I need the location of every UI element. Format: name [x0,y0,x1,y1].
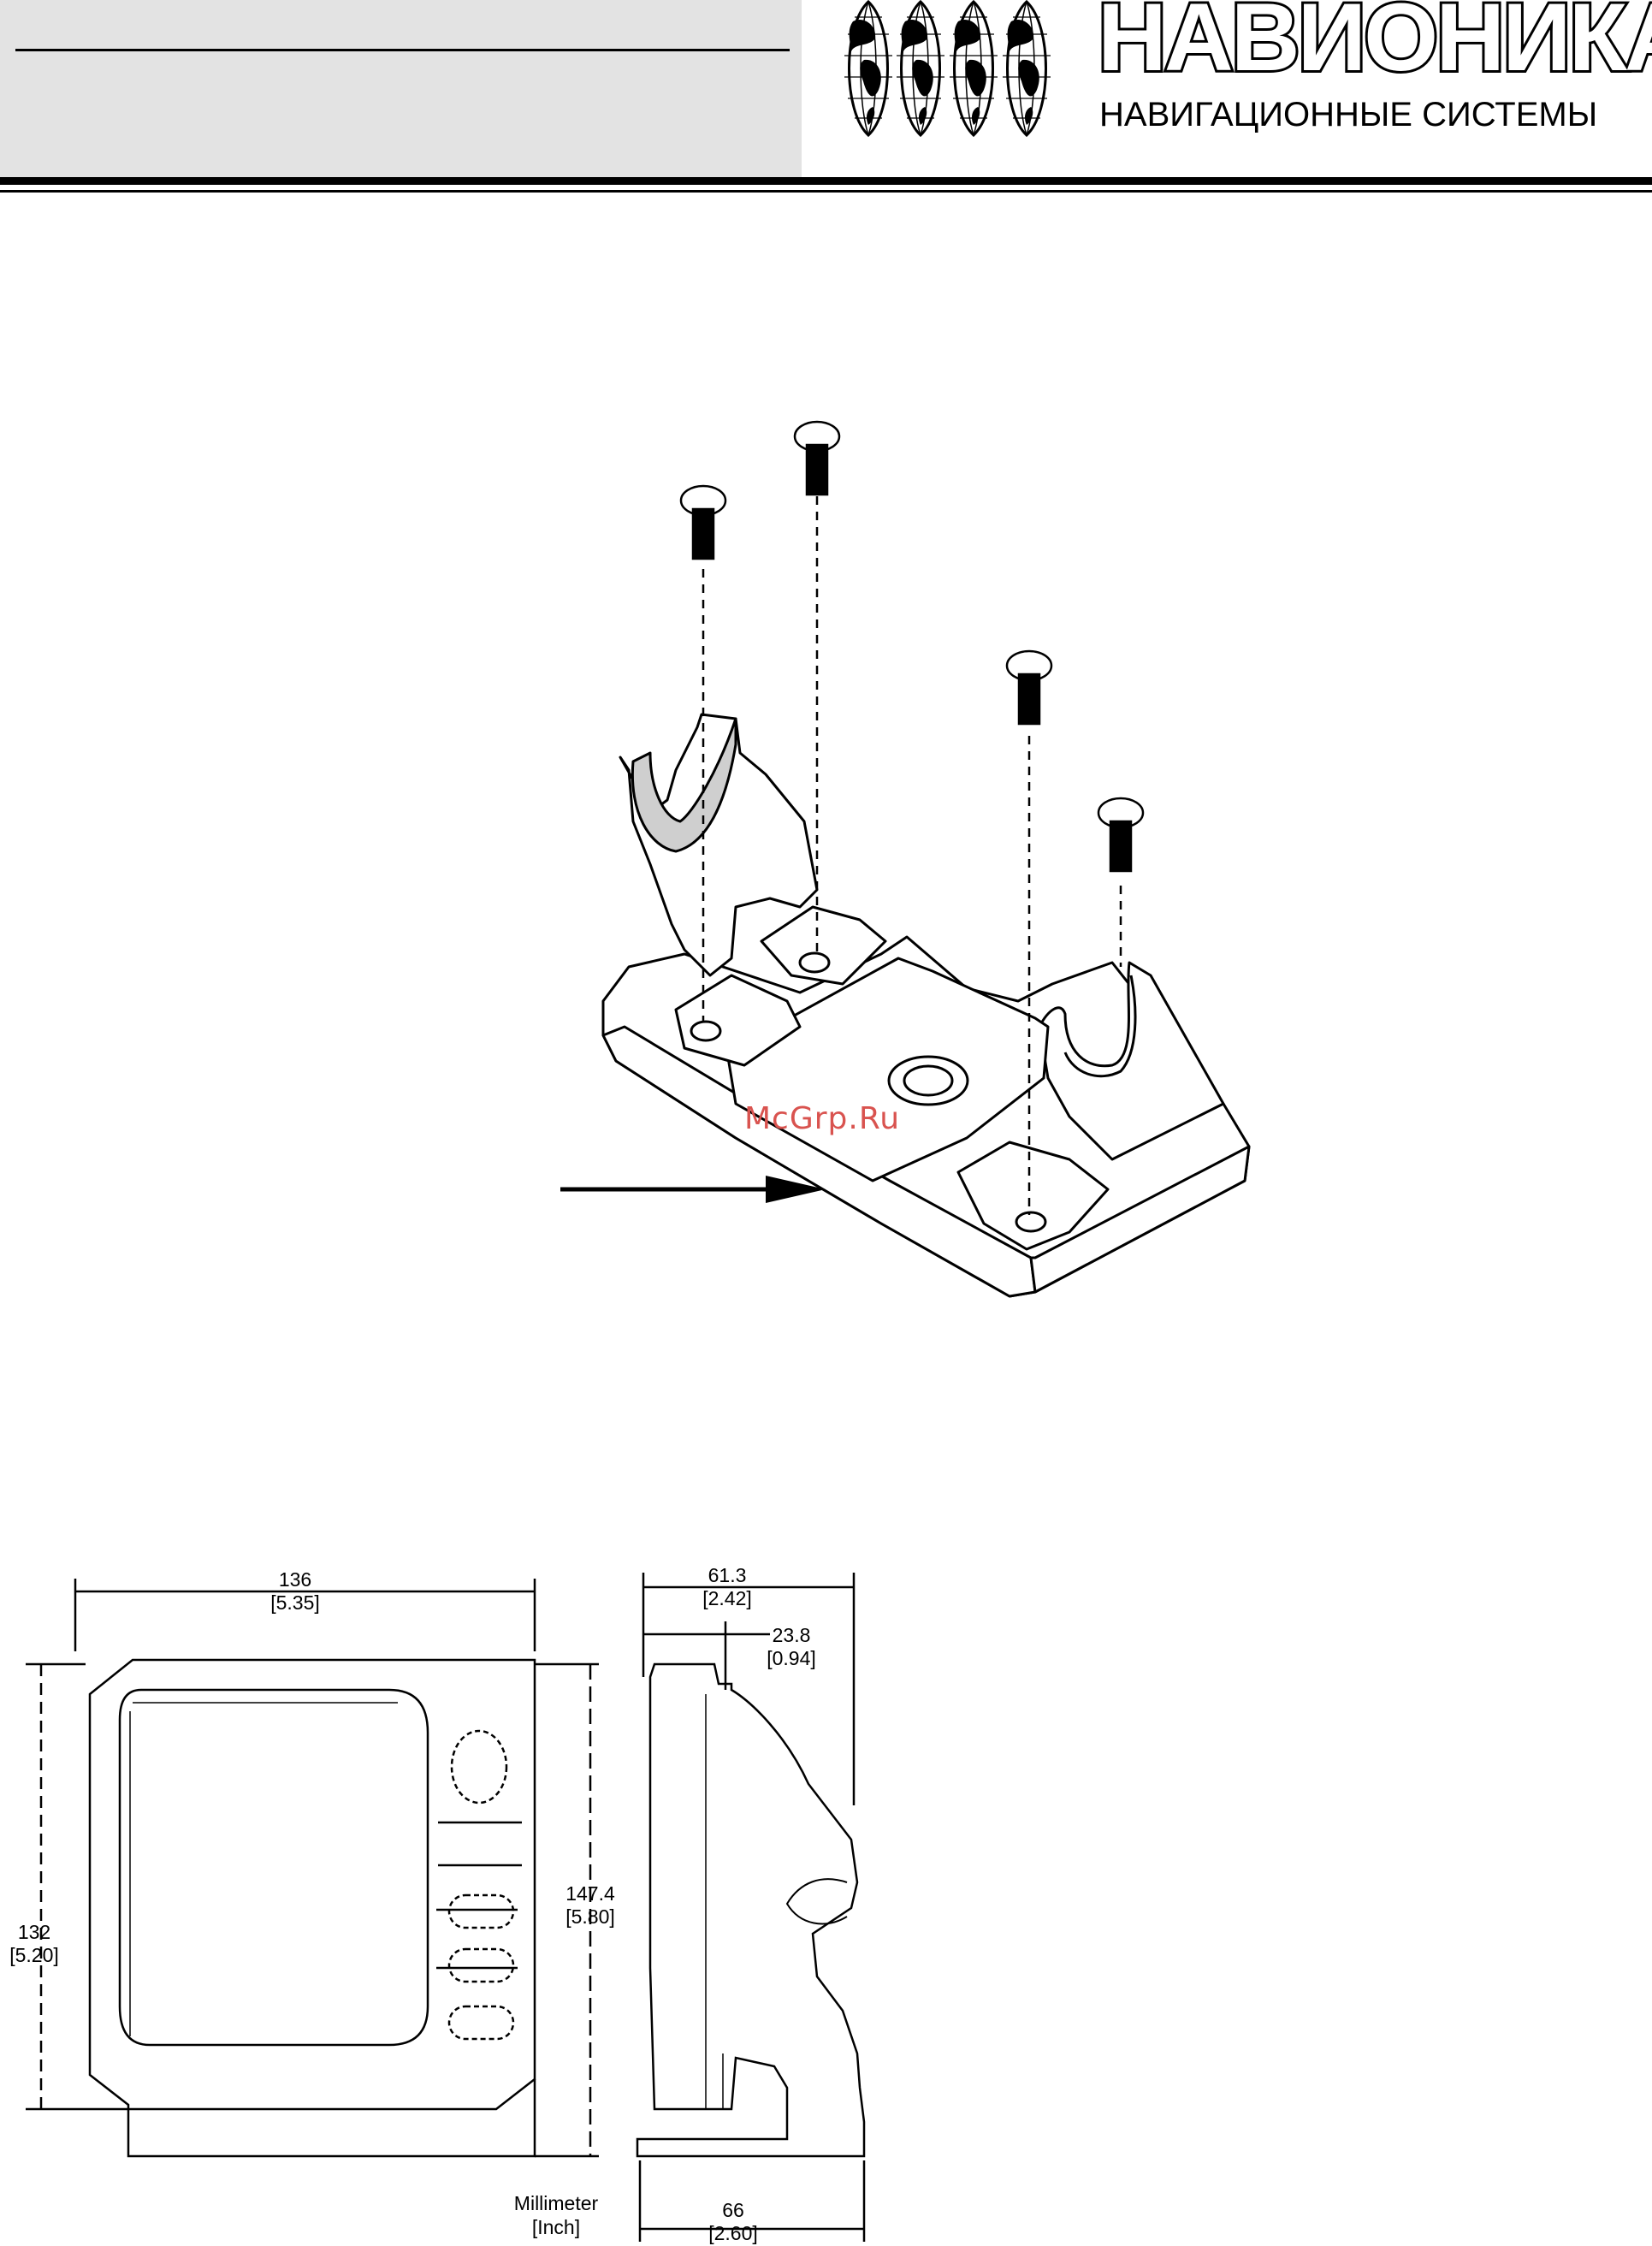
dim-inner-height-mm: 132 [0,1921,68,1944]
dim-depth-in: [2.42] [689,1587,766,1610]
dim-height-mm: 147.4 [552,1882,629,1905]
units-in-label: [Inch] [496,2216,616,2239]
dim-depth-mm: 61.3 [689,1564,766,1587]
header-title-box [0,0,802,177]
dim-width-in: [5.35] [257,1591,334,1615]
brand-title: НАВИОНИКА [1098,0,1652,86]
dim-base-in: [2.60] [695,2222,772,2245]
watermark-text: McGrp.Ru [744,1101,900,1136]
dim-height-in: [5.80] [552,1905,629,1929]
dim-offset-in: [0.94] [753,1647,830,1670]
bracket-illustration [548,402,1266,1309]
dim-width-mm: 136 [257,1568,334,1591]
brand-subtitle: НАВИГАЦИОННЫЕ СИСТЕМЫ [1099,98,1597,132]
header-rule [0,177,1652,185]
dim-base-mm: 66 [695,2199,772,2222]
dim-offset-mm: 23.8 [753,1624,830,1647]
header-title-line [15,49,790,51]
dim-inner-height-in: [5.20] [0,1944,68,1967]
globes-logo-icon [837,0,1063,137]
units-mm-label: Millimeter [496,2192,616,2215]
header-rule-thin [0,190,1652,193]
